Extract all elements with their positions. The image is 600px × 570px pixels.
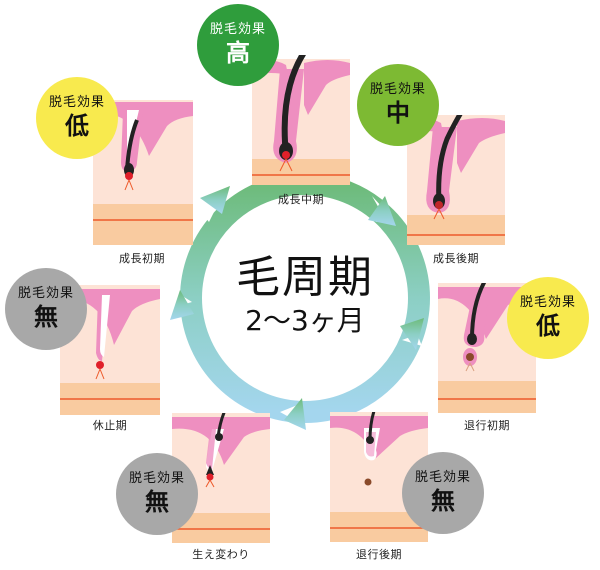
badge-level: 低 (65, 112, 89, 140)
badge-caption: 脱毛効果 (48, 95, 105, 110)
stage-label-catagen-late: 退行後期 (356, 548, 402, 561)
effect-badge-anagen-mid: 脱毛効果 高 (197, 4, 279, 86)
badge-level: 無 (145, 488, 169, 516)
effect-badge-replacement: 脱毛効果 無 (116, 453, 198, 535)
badge-level: 無 (431, 487, 455, 515)
cycle-duration: 2〜3ヶ月 (245, 304, 365, 337)
cycle-title: 毛周期 (236, 252, 374, 303)
hair-follicle-illustration (438, 283, 536, 413)
effect-badge-telogen: 脱毛効果 無 (5, 268, 87, 350)
effect-badge-catagen-late: 脱毛効果 無 (402, 452, 484, 534)
stage-label-anagen-early: 成長初期 (119, 252, 165, 265)
effect-badge-anagen-early: 脱毛効果 低 (36, 77, 118, 159)
badge-level: 高 (226, 39, 250, 67)
effect-badge-anagen-late: 脱毛効果 中 (357, 64, 439, 146)
stage-label-replacement: 生え変わり (192, 548, 250, 561)
hair-follicle-illustration (252, 55, 350, 185)
badge-caption: 脱毛効果 (209, 22, 266, 37)
stage-card-anagen-mid (252, 55, 350, 185)
stage-label-anagen-late: 成長後期 (433, 252, 479, 265)
stage-label-anagen-mid: 成長中期 (278, 193, 324, 206)
badge-level: 無 (34, 303, 58, 331)
stage-label-telogen: 休止期 (92, 419, 128, 432)
badge-level: 低 (536, 312, 560, 340)
stage-card-catagen-early (438, 283, 536, 413)
badge-caption: 脱毛効果 (414, 470, 471, 485)
effect-badge-catagen-early: 脱毛効果 低 (507, 277, 589, 359)
badge-caption: 脱毛効果 (128, 471, 185, 486)
stage-label-catagen-early: 退行初期 (464, 419, 510, 432)
badge-caption: 脱毛効果 (17, 286, 74, 301)
badge-caption: 脱毛効果 (369, 82, 426, 97)
badge-caption: 脱毛効果 (519, 295, 576, 310)
badge-level: 中 (386, 99, 410, 127)
